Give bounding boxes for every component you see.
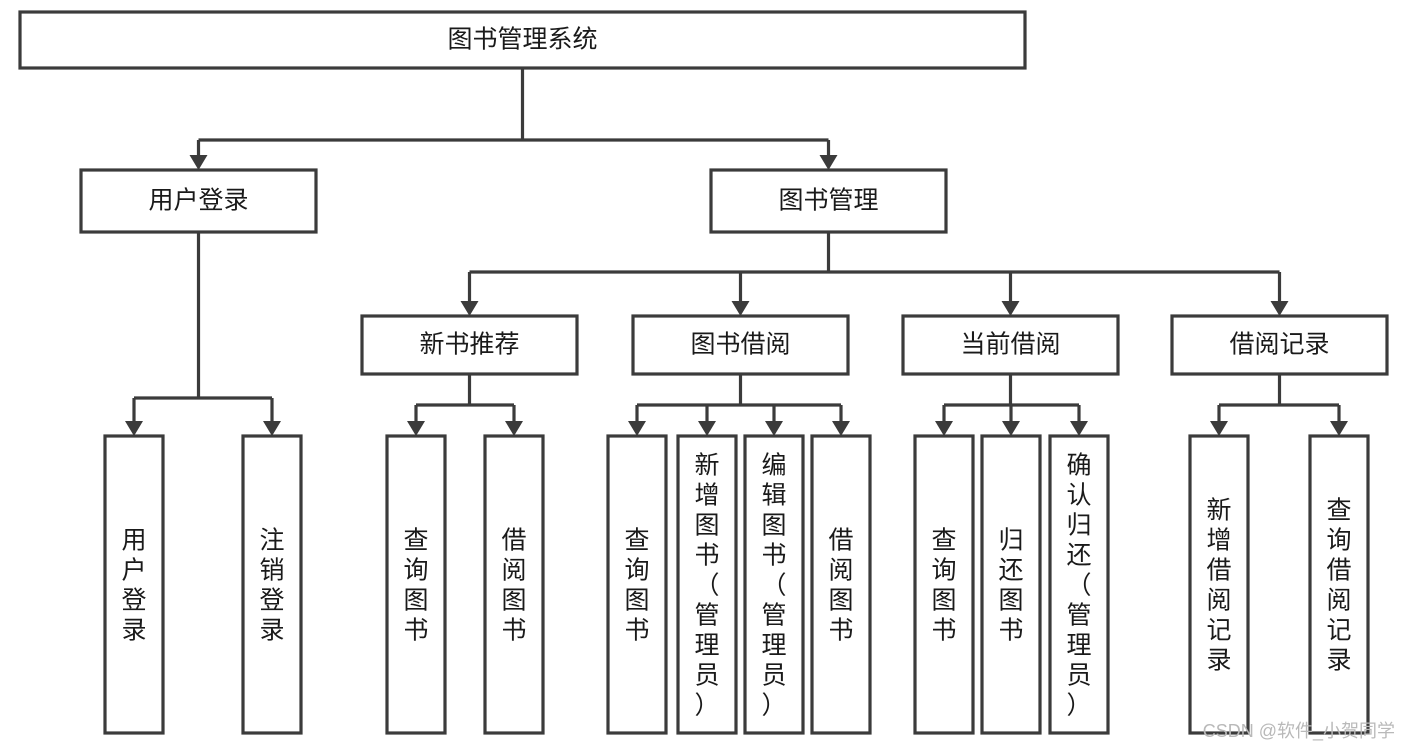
node-leaf-query-book-3[interactable]: 查询图书 [913,434,975,735]
node-root-root[interactable]: 图书管理系统 [18,10,1027,70]
node-leaf-query-book-1[interactable]: 查询图书 [385,434,447,735]
arrow-head [125,421,143,436]
node-leaf-confirm-return[interactable]: 确认归还（管理员） [1048,434,1110,735]
node-label: 当前借阅 [960,331,1060,359]
arrow-head [1330,421,1348,436]
arrow-head [263,421,281,436]
watermark-label: CSDN @软件_小贺同学 [1202,721,1395,741]
node-label: 用户登录 [148,187,248,215]
node-label: 查询图书 [624,527,649,645]
arrow-head [819,155,838,170]
node-leaf-borrow-book-2[interactable]: 借阅图书 [810,434,872,735]
arrow-head [765,421,783,436]
arrow-head [407,421,425,436]
node-label: 图书管理 [778,187,878,215]
node-label: 新增图书（管理员） [694,452,719,720]
arrow-head [1270,301,1289,316]
node-label: 借阅图书 [501,527,526,645]
node-leaf-return-book[interactable]: 归还图书 [980,434,1042,735]
arrow-head [698,421,716,436]
node-label: 确认归还（管理员） [1066,452,1091,720]
node-current-borrow[interactable]: 当前借阅 [901,314,1120,376]
node-label: 图书借阅 [690,331,790,359]
node-label: 查询图书 [403,527,428,645]
arrow-head [505,421,523,436]
node-label: 查询借阅记录 [1326,497,1351,675]
node-leaf-add-record[interactable]: 新增借阅记录 [1188,434,1250,735]
connector-layer [125,68,1348,436]
arrow-head [935,421,953,436]
node-leaf-query-record[interactable]: 查询借阅记录 [1308,434,1370,735]
node-leaf-logout[interactable]: 注销登录 [241,434,303,735]
arrow-head [1210,421,1228,436]
node-label: 图书管理系统 [447,26,597,54]
node-leaf-add-book[interactable]: 新增图书（管理员） [676,434,738,735]
node-user-login[interactable]: 用户登录 [79,168,318,234]
arrow-head [1070,421,1088,436]
node-label: 归还图书 [998,527,1023,645]
node-leaf-borrow-book-1[interactable]: 借阅图书 [483,434,545,735]
arrow-head [731,301,750,316]
arrow-head [189,155,208,170]
node-label: 借阅记录 [1229,331,1329,359]
node-label: 用户登录 [121,527,146,645]
node-label: 编辑图书（管理员） [761,452,786,720]
node-borrow-record[interactable]: 借阅记录 [1170,314,1389,376]
arrow-head [1002,421,1020,436]
arrow-head [460,301,479,316]
node-label: 查询图书 [931,527,956,645]
node-new-book-rec[interactable]: 新书推荐 [360,314,579,376]
node-label: 新增借阅记录 [1206,497,1231,675]
node-label: 注销登录 [259,527,284,645]
node-layer: 图书管理系统用户登录图书管理新书推荐图书借阅当前借阅借阅记录用户登录注销登录查询… [18,10,1389,735]
arrow-head [832,421,850,436]
node-book-borrow[interactable]: 图书借阅 [631,314,850,376]
node-label: 新书推荐 [419,331,519,359]
node-book-manage[interactable]: 图书管理 [709,168,948,234]
node-leaf-user-login[interactable]: 用户登录 [103,434,165,735]
node-leaf-query-book-2[interactable]: 查询图书 [606,434,668,735]
node-leaf-edit-book[interactable]: 编辑图书（管理员） [743,434,805,735]
node-label: 借阅图书 [828,527,853,645]
arrow-head [628,421,646,436]
arrow-head [1001,301,1020,316]
